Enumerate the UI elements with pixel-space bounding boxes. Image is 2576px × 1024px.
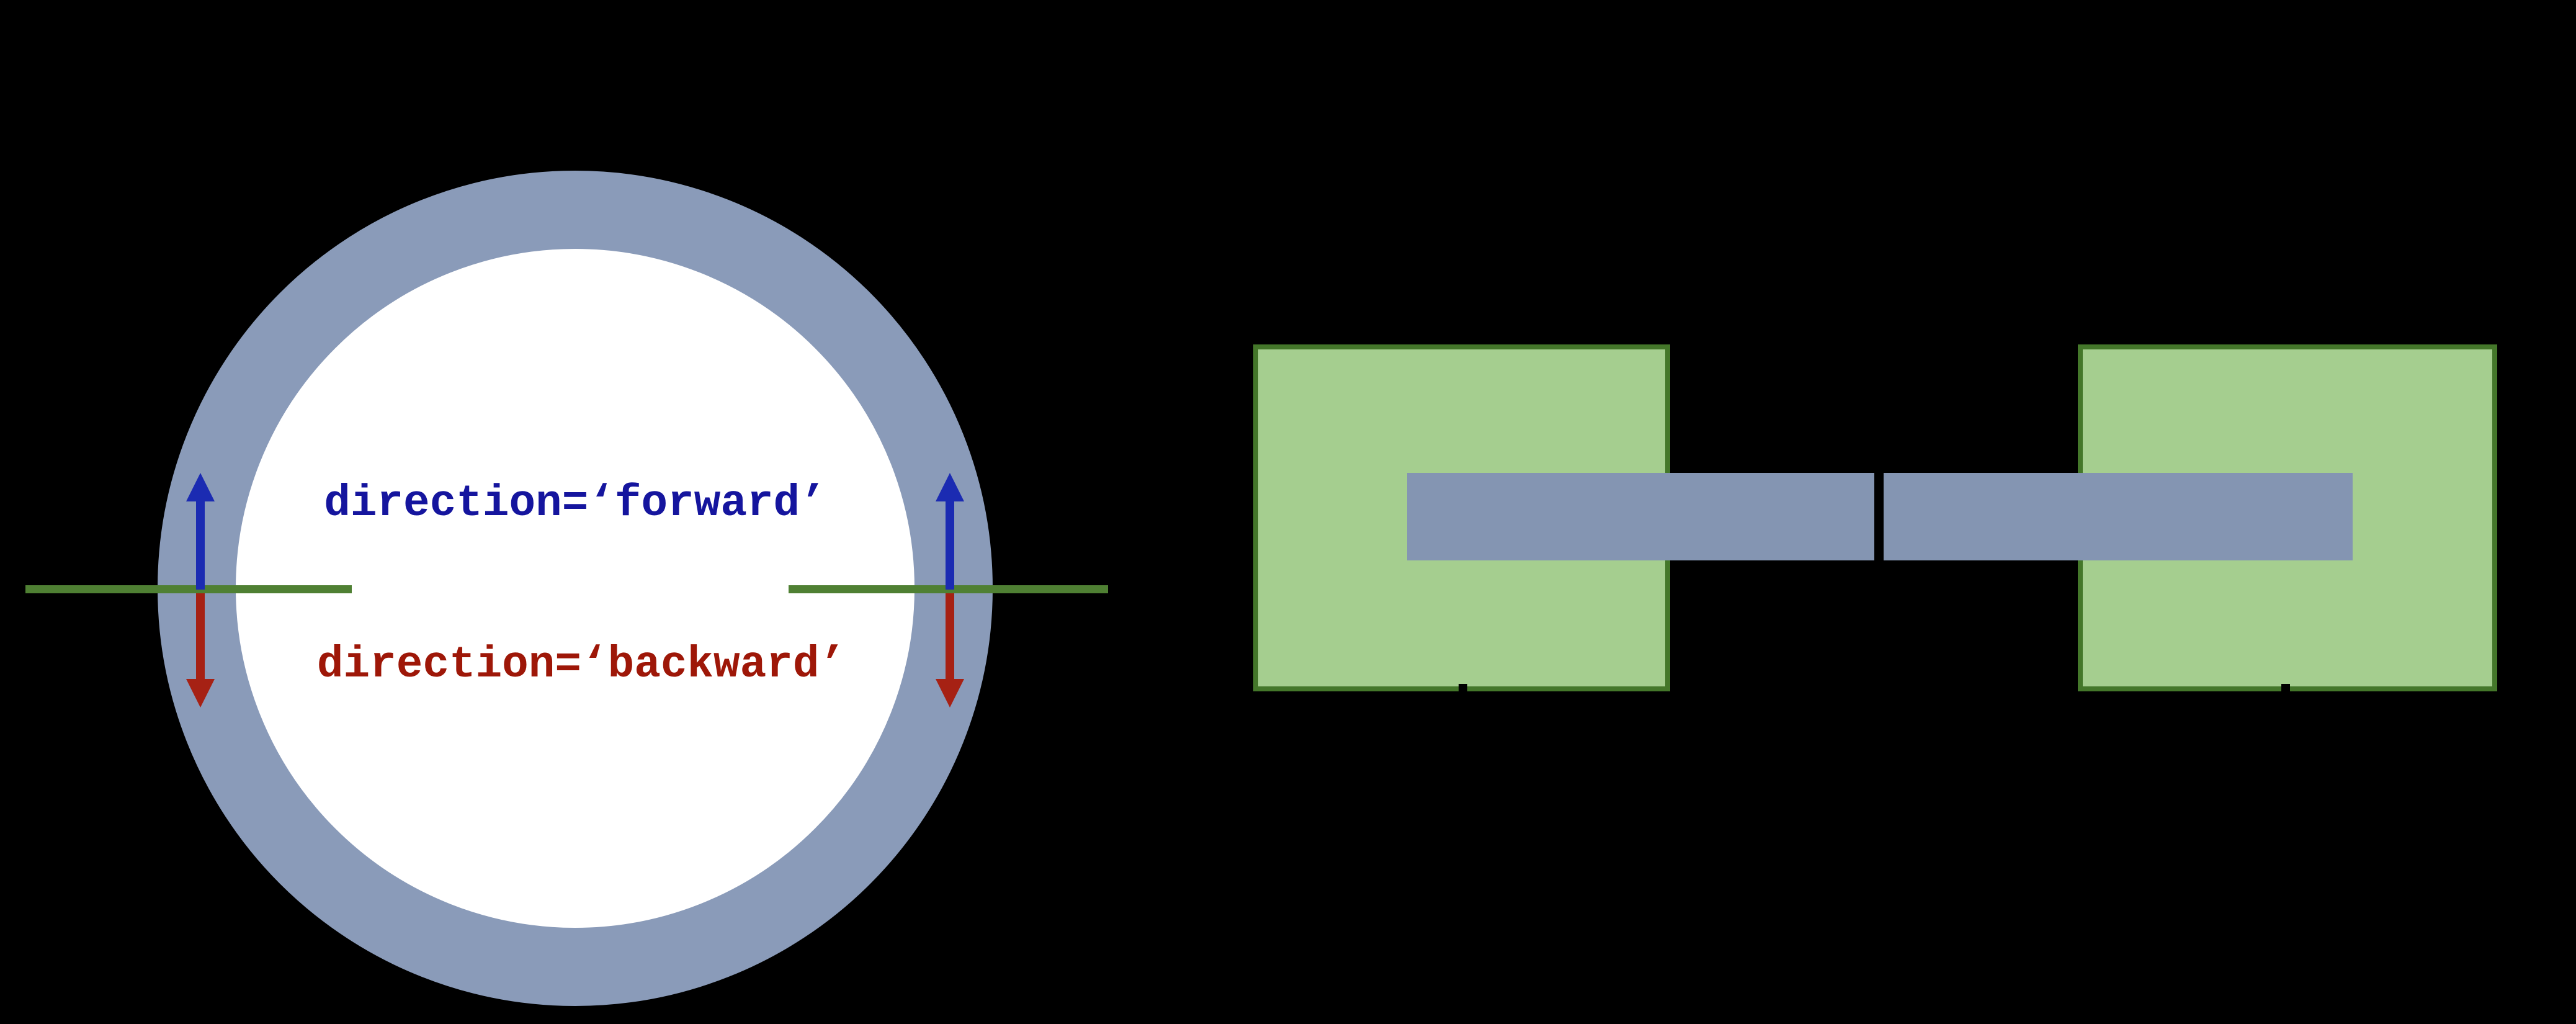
up-arrow-right-head <box>936 473 964 501</box>
forward-direction-label: direction=‘forward’ <box>324 479 826 529</box>
down-arrow-left-head <box>186 679 215 707</box>
down-arrow-right-shaft <box>946 593 954 680</box>
center-tick-left <box>1459 684 1467 696</box>
backward-direction-label: direction=‘backward’ <box>316 640 846 690</box>
down-arrow-right-head <box>936 679 964 707</box>
center-tick-right <box>2281 684 2290 696</box>
beam-bar-right <box>1884 473 2353 560</box>
up-arrow-left-shaft <box>196 500 205 590</box>
up-arrow-right-shaft <box>946 500 954 590</box>
down-arrow-left-shaft <box>196 593 205 680</box>
up-arrow-left-head <box>186 473 215 501</box>
midplane-ray-left <box>25 585 352 593</box>
beam-bar-left <box>1407 473 1874 560</box>
